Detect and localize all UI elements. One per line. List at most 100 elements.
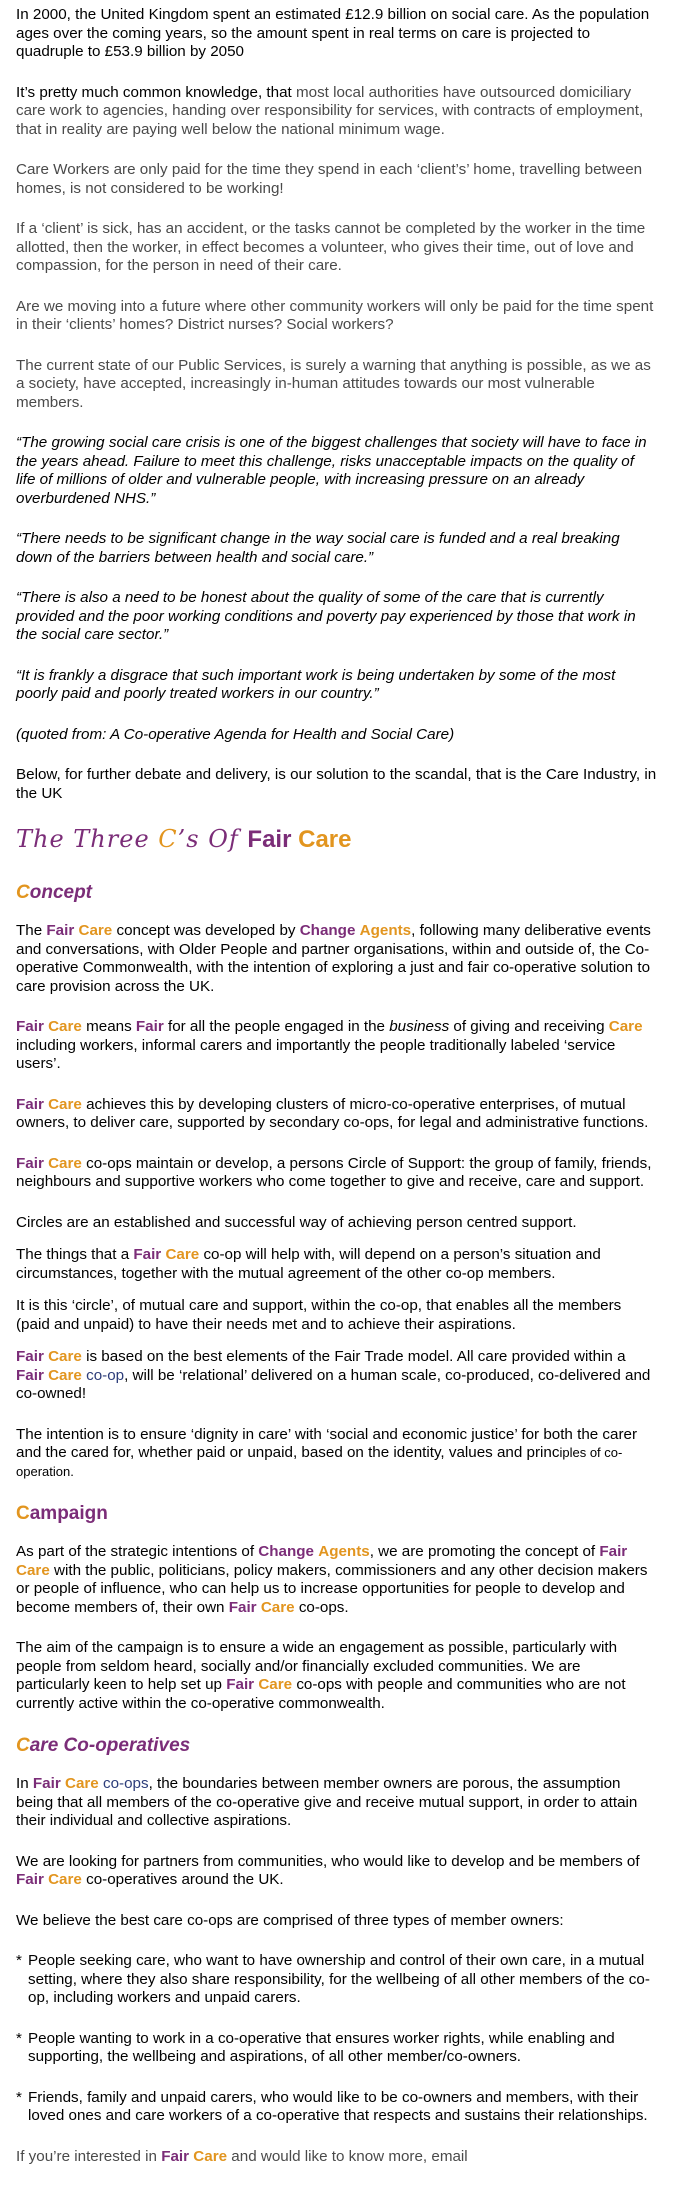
text: with the public, politicians, policy mak… [16,1561,648,1616]
brand-fair: Fair [135,1018,164,1035]
text: co-ops with people and communities who a… [16,1676,626,1712]
intro-paragraph-2-lead: It’s pretty much common knowledge, that [16,83,296,101]
brand-care: Care [48,1348,82,1365]
bullet-mark: * [16,2088,22,2106]
intro-paragraph-3: Care Workers are only paid for the time … [16,161,643,197]
text: , we are promoting the concept of [369,1543,600,1560]
text: achieves this by developing clusters of … [16,1095,649,1132]
solution-intro: Below, for further debate and delivery, … [16,766,657,802]
text: concept was developed by [112,922,300,939]
concept-paragraph-1: The Fair Care concept was developed by C… [16,922,657,996]
brand-fair: Fair [16,1154,44,1172]
coops-heading-rest: are Co-operatives [29,1735,191,1756]
brand-care: Care [165,1246,200,1263]
text: co-ops maintain or develop, a persons Ci… [16,1154,652,1191]
brand-care: Care [64,1775,99,1792]
intro-paragraph-4: If a ‘client’ is sick, has an accident, … [16,220,646,274]
brand-fair: Fair [226,1676,255,1693]
coops-paragraph-1: In Fair Care co-ops, the boundaries betw… [16,1775,657,1831]
text: In [16,1775,33,1792]
title-care: Care [291,826,352,853]
brand-care: Care [608,1018,643,1035]
brand-fair: Fair [16,1018,44,1035]
concept-paragraph-7: It is this ‘circle’, of mutual care and … [16,1297,622,1333]
brand-fair: Fair [16,1366,44,1384]
brand-fair: Fair [46,922,75,939]
list-item: * People wanting to work in a co-operativ… [16,2030,657,2067]
brand-care: Care [48,1871,82,1888]
quote-4: “It is frankly a disgrace that such impo… [16,666,616,703]
brand-fair: Fair [133,1246,162,1263]
concept-paragraph-8: Fair Care is based on the best elements … [16,1348,657,1404]
text: If you’re interested in [16,2147,162,2165]
text: The intention is to ensure ‘dignity in c… [16,1425,638,1462]
brand-change: Change [299,922,356,939]
text: for all the people engaged in the [163,1018,390,1035]
concept-paragraph-9: The intention is to ensure ‘dignity in c… [16,1426,657,1482]
concept-paragraph-6: The things that a Fair Care co-op will h… [16,1246,657,1283]
text: of giving and receiving [449,1018,609,1035]
concept-paragraph-2: Fair Care means Fair for all the people … [16,1018,657,1074]
brand-fair: Fair [228,1598,257,1616]
bullet-mark: * [16,2029,22,2047]
brand-change: Change [258,1543,314,1560]
title-fair: Fair [247,826,292,853]
intro-paragraph-1: In 2000, the United Kingdom spent an est… [16,6,650,60]
title-the: The Three [16,825,159,853]
coops-paragraph-4: If you’re interested in Fair Care and wo… [16,2148,657,2167]
list-item: * Friends, family and unpaid carers, who … [16,2089,657,2126]
text: is based on the best elements of the Fai… [81,1348,626,1365]
coops-paragraph-3: We believe the best care co-ops are comp… [16,1911,564,1929]
concept-heading: Concept [16,882,657,904]
title-s-of: ’s Of [177,825,248,853]
brand-care: Care [78,922,113,939]
text: , following many deliberative events and… [16,922,651,995]
intro-paragraph-2-rest: most local authorities have outsourced d… [16,83,644,138]
intro-paragraph-5: Are we moving into a future where other … [16,297,654,334]
text: co-op will help with, will depend on a p… [16,1246,601,1282]
title-script: The Three C’s Of [16,825,247,853]
campaign-paragraph-2: The aim of the campaign is to ensure a w… [16,1639,657,1713]
brand-care: Care [48,1366,82,1384]
coops-paragraph-2: We are looking for partners from communi… [16,1853,657,1890]
quote-3: “There is also a need to be honest about… [16,589,636,643]
text: co-operatives around the UK. [81,1871,284,1888]
brand-fair: Fair [32,1775,61,1792]
list-item-text: People wanting to work in a co-operative… [28,2029,615,2066]
brand-care: Care [260,1598,295,1616]
campaign-heading: Campaign [16,1503,657,1525]
brand-agents: Agents [359,922,412,939]
brand-care: Care [48,1154,82,1172]
text-small: iples of co-operation. [16,1445,623,1479]
brand-fair: Fair [599,1543,628,1560]
text-coop: co-ops [98,1775,149,1792]
text: co-ops. [294,1598,349,1616]
brand-fair: Fair [161,2147,190,2165]
brand-care: Care [48,1018,82,1035]
text-emphasis: business [389,1018,450,1035]
text: , will be ‘relational’ delivered on a hu… [16,1366,651,1403]
list-item-text: Friends, family and unpaid carers, who w… [28,2088,648,2125]
brand-care: Care [48,1095,82,1113]
quote-1: “The growing social care crisis is one o… [16,434,647,507]
brand-care: Care [16,1561,50,1579]
concept-paragraph-4: Fair Care co-ops maintain or develop, a … [16,1155,657,1192]
list-item-text: People seeking care, who want to have ow… [28,1952,650,2006]
campaign-heading-lead: C [16,1503,30,1524]
text-coop: co-op [81,1366,125,1384]
brand-fair: Fair [16,1871,44,1888]
intro-paragraph-6: The current state of our Public Services… [16,356,651,411]
brand-fair: Fair [16,1095,44,1113]
list-item: *People seeking care, who want to have o… [16,1952,657,2008]
brand-agents: Agents [318,1543,370,1560]
concept-heading-lead: C [16,882,30,903]
intro-paragraph-2: It’s pretty much common knowledge, that … [16,84,657,140]
text: including workers, informal carers and i… [16,1036,616,1073]
text: As part of the strategic intentions of [16,1543,259,1560]
quote-source: (quoted from: A Co-operative Agenda for … [16,725,455,743]
text: The aim of the campaign is to ensure a w… [16,1639,618,1693]
coops-heading: Care Co-operatives [16,1735,657,1757]
concept-heading-rest: oncept [29,882,93,903]
coops-heading-lead: C [16,1735,30,1756]
